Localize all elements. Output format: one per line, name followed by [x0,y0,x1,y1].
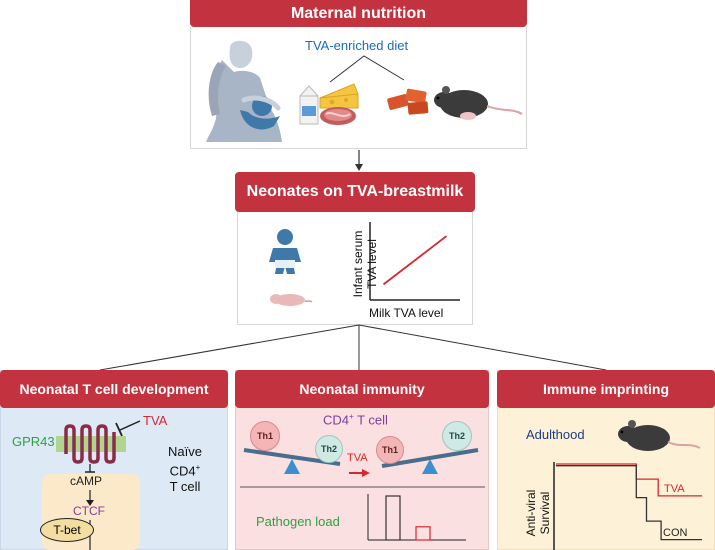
seesaw-right [381,448,479,474]
pathogen-load-label: Pathogen load [256,514,340,529]
pathogen-bar-tva [415,526,431,541]
surv-legend-con: CON [663,527,688,539]
th2-right-label: Th2 [448,431,465,441]
imprint-title: Immune imprinting [543,381,669,397]
cd4-sup: + [349,412,354,421]
cheese-icon [319,83,359,109]
adulthood-label: Adulthood [526,427,585,442]
surv-legend-tva: TVA [664,483,685,495]
naive-line1: Naïve [168,444,202,459]
th1-cell-right: Th1 [376,436,404,464]
pathogen-bar-con [385,495,401,541]
tcell-title: Neonatal T cell development [19,381,209,397]
th2-left-label: Th2 [320,444,337,454]
neo-series-line [382,235,448,286]
th1-cell-left: Th1 [250,421,280,451]
adult-mouse-icon [618,420,701,451]
imprint-banner: Immune imprinting [497,370,715,408]
neonates-title: Neonates on TVA-breastmilk [246,183,464,200]
maternal-nutrition-title: Maternal nutrition [290,4,427,22]
survival-ylabel-line1: Anti-viral [524,489,538,537]
surv-series-tva [556,463,702,497]
survival-ylabel: Anti-viral Survival [524,483,552,543]
survival-chart [553,462,702,550]
gpr43-label: GPR43 [12,434,55,449]
chow-pellets-icon [387,88,429,115]
cd4-tcell-label: CD4+ T cell [323,412,388,427]
cd4-rest: T cell [353,412,388,428]
tcell-tva-label: TVA [143,413,168,428]
naive-sup: + [195,463,201,472]
baby-icon [269,229,301,274]
tbet-badge: T-bet [40,518,94,542]
maternal-panel [190,27,527,149]
immunity-banner: Neonatal immunity [235,370,489,408]
surv-series-con [556,465,702,541]
th2-cell-right: Th2 [442,421,472,451]
immunity-title: Neonatal immunity [299,381,425,397]
mouse-icon [434,86,523,120]
survival-ylabel-line2: Survival [538,491,552,535]
mouse-pup-icon [270,294,313,306]
meat-icon [320,107,356,125]
th1-left-label: Th1 [256,431,273,441]
diet-label: TVA-enriched diet [305,38,409,53]
tcell-banner: Neonatal T cell development [0,370,228,408]
cd4-text: CD4 [323,412,350,428]
milk-vs-serum-chart [369,222,460,301]
neonates-banner: Neonates on TVA-breastmilk [235,172,475,212]
milk-carton-icon [299,85,319,125]
ctcf-label: CTCF [73,504,105,518]
th1-right-label: Th1 [381,445,398,455]
th2-cell-left: Th2 [315,435,343,463]
pathogen-load-chart [367,494,466,541]
gpr43-receptor-icon [56,424,126,464]
naive-line3: T cell [169,479,201,495]
maternal-nutrition-banner: Maternal nutrition [190,0,527,27]
naive-cd4-label: Naïve CD4+ T cell [168,444,202,495]
mother-breastfeeding-icon [206,40,282,142]
naive-line2-wrap: CD4+ [168,460,202,479]
neonates-panel [237,212,473,325]
immunity-tva-label: TVA [347,452,368,464]
camp-label: cAMP [70,474,103,488]
tbet-label: T-bet [53,523,81,537]
naive-line2: CD4 [169,463,196,479]
neo-xlabel: Milk TVA level [369,306,444,320]
